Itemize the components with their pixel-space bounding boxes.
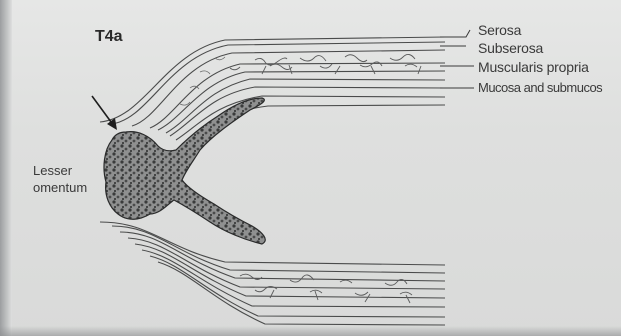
label-serosa: Serosa bbox=[478, 22, 521, 38]
label-mucosa-submucosa: Mucosa and submucos bbox=[478, 80, 602, 95]
lesser-omentum-label: Lesser omentum bbox=[33, 162, 87, 196]
stage-title: T4a bbox=[95, 28, 123, 46]
lower-wall-layers bbox=[100, 222, 445, 325]
lesser-omentum-line2: omentum bbox=[33, 179, 87, 196]
label-muscularis-propria: Muscularis propria bbox=[478, 59, 589, 75]
label-subserosa: Subserosa bbox=[478, 40, 543, 56]
tumor-mass bbox=[104, 98, 265, 244]
label-leader-lines bbox=[440, 30, 474, 88]
upper-wall-layers bbox=[100, 37, 445, 144]
lesser-omentum-line1: Lesser bbox=[33, 162, 87, 179]
tumor-arrow bbox=[92, 96, 117, 130]
